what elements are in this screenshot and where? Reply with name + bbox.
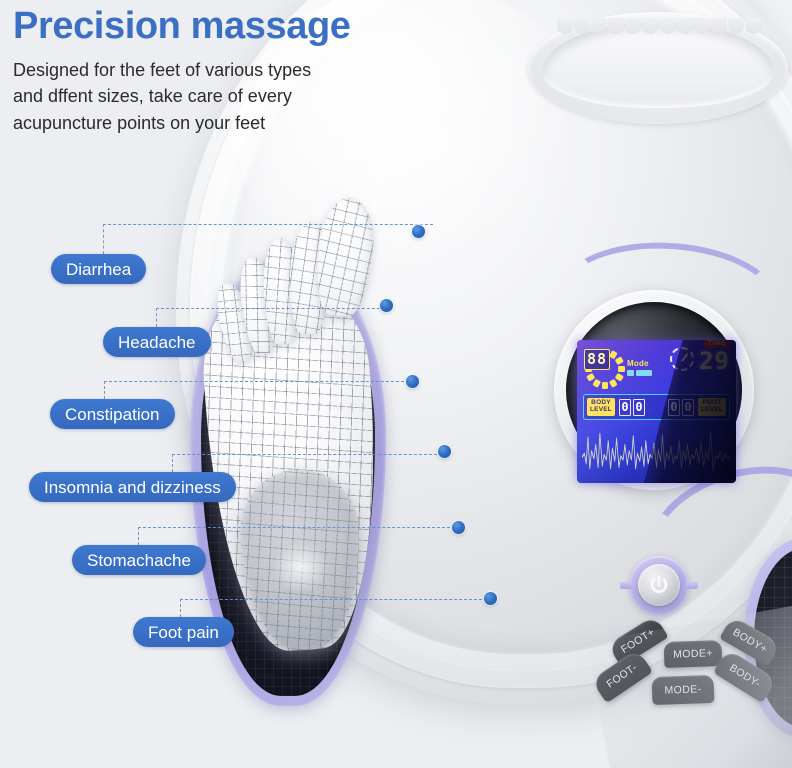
- callout-stem-headache: [156, 308, 157, 327]
- lcd-foot-level-digit-2: 0: [682, 398, 695, 416]
- acupoint-dot-insomnia-and-dizziness[interactable]: [438, 445, 451, 458]
- callout-stem-stomachache: [138, 527, 139, 545]
- acupoint-dot-stomachache[interactable]: [452, 521, 465, 534]
- lcd-timer-group: TIME 29: [670, 340, 730, 375]
- control-button-label: MODE-: [664, 683, 702, 697]
- callout-lead-line-headache: [156, 308, 390, 309]
- lcd-foot-level-tag: FOOT LEVEL: [698, 398, 726, 416]
- page-subtitle: Designed for the feet of various types a…: [13, 60, 312, 133]
- carry-handle-recess: [528, 12, 788, 124]
- acupoint-dot-foot-pain[interactable]: [484, 592, 497, 605]
- clock-icon: [670, 347, 695, 371]
- power-button[interactable]: [638, 564, 680, 606]
- control-button-label: MODE+: [672, 647, 714, 661]
- lcd-body-level-tag: BODY LEVEL: [587, 398, 615, 416]
- lcd-timer-badge: TIME: [703, 340, 730, 348]
- lcd-body-level-digits: 0 0: [618, 398, 645, 416]
- power-icon: [650, 575, 668, 593]
- callout-lead-line-diarrhea: [103, 224, 433, 225]
- callout-lead-line-constipation: [104, 381, 409, 382]
- callout-label-insomnia-and-dizziness[interactable]: Insomnia and dizziness: [29, 472, 236, 502]
- callout-stem-insomnia-and-dizziness: [172, 454, 173, 472]
- carry-handle-opening[interactable]: [542, 22, 774, 108]
- callout-lead-line-foot-pain: [180, 599, 487, 600]
- lcd-foot-level-digits: 0 0: [668, 398, 695, 416]
- lcd-foot-level-digit-1: 0: [668, 398, 681, 416]
- callout-label-diarrhea[interactable]: Diarrhea: [51, 254, 147, 284]
- callout-stem-constipation: [104, 381, 105, 399]
- lcd-timer-value: 29: [699, 347, 730, 375]
- callout-label-headache[interactable]: Headache: [103, 327, 211, 357]
- foot-heel-pad: [237, 467, 365, 653]
- acupoint-dot-constipation[interactable]: [406, 375, 419, 388]
- callout-lead-line-stomachache: [138, 527, 455, 528]
- lcd-body-level-tag-line2: LEVEL: [590, 406, 612, 413]
- control-button-label: FOOT+: [618, 626, 657, 656]
- toe-big: [311, 195, 379, 319]
- carry-handle-grip-ridges: [556, 18, 762, 34]
- callout-label-foot-pain[interactable]: Foot pain: [133, 617, 234, 647]
- control-button-mode-minus[interactable]: MODE-: [651, 674, 715, 706]
- callout-label-stomachache[interactable]: Stomachache: [72, 545, 206, 575]
- acupoint-dot-headache[interactable]: [380, 299, 393, 312]
- callout-lead-line-insomnia-and-dizziness: [172, 454, 442, 455]
- lcd-mode-bar-indicator: [627, 370, 652, 376]
- lcd-display[interactable]: 88 Mode TIME 29 BODY LEVEL 0 0 0: [577, 340, 736, 483]
- foot-3d-model: [197, 190, 412, 656]
- lcd-body-level-tag-line1: BODY: [591, 399, 611, 407]
- lcd-level-row: BODY LEVEL 0 0 0 0 FOOT LEVEL: [583, 394, 730, 420]
- control-button-mode-minusplus[interactable]: MODE+: [663, 639, 723, 669]
- lcd-waveform-trace: [581, 431, 731, 471]
- callout-stem-foot-pain: [180, 599, 181, 617]
- callout-label-constipation[interactable]: Constipation: [50, 399, 175, 429]
- lcd-waveform: [581, 426, 731, 476]
- lcd-body-level-digit-2: 0: [632, 398, 645, 416]
- callout-stem-diarrhea: [103, 224, 104, 254]
- page-title: Precision massage: [13, 5, 351, 47]
- control-button-label: FOOT-: [604, 661, 640, 691]
- lcd-mode-label: Mode: [627, 359, 649, 368]
- lcd-mode-value: 88: [584, 349, 610, 370]
- lcd-foot-level-tag-line2: LEVEL: [701, 406, 723, 413]
- acupoint-dot-diarrhea[interactable]: [412, 225, 425, 238]
- lcd-body-level-digit-1: 0: [618, 398, 631, 416]
